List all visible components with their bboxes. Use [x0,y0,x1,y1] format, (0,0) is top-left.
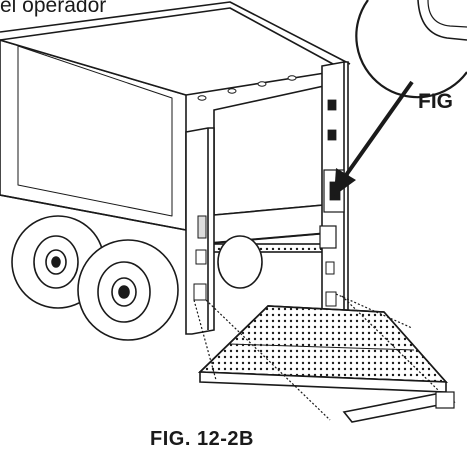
header-text: el operador [0,0,107,17]
truck-box [0,1,351,231]
liftgate-platform [198,305,456,423]
support-chains [193,293,439,421]
marker-lights [197,75,297,101]
box-roof-edge [0,1,351,65]
pointer-arrow [334,80,414,196]
callout-label: FIG [418,90,453,113]
left-post-bracket [197,215,207,239]
box-side-panel [17,45,173,217]
detail-callout [355,0,467,99]
box-floor-line [0,194,187,231]
inner-wheel [217,235,263,289]
figure-caption: FIG. 12-2B [150,428,254,450]
left-post [185,127,215,335]
rear-wheels [11,215,263,341]
cargo-opening [197,85,342,253]
right-post [319,61,349,335]
interior-back-wall [213,85,325,216]
